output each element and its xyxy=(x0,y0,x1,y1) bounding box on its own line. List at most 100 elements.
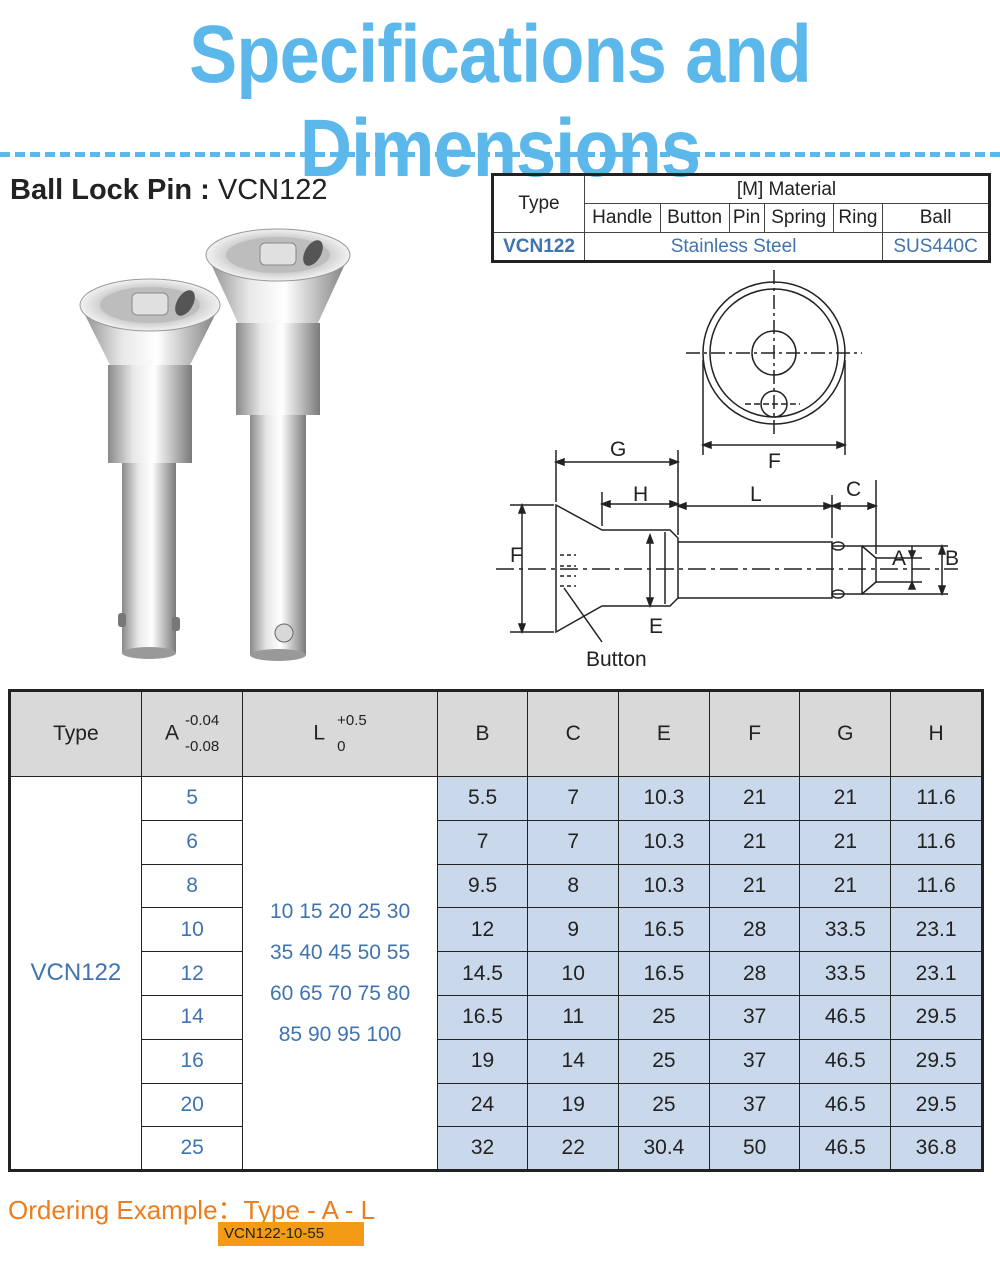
mat-part-ring: Ring xyxy=(832,203,884,233)
cell-g: 21 xyxy=(799,819,892,865)
mat-ball-material: SUS440C xyxy=(882,232,990,262)
cell-b: 12 xyxy=(436,907,529,953)
cell-g: 21 xyxy=(799,776,892,821)
cell-b: 9.5 xyxy=(436,863,529,909)
l-values-line: 10 15 20 25 30 xyxy=(270,900,411,924)
cell-f: 50 xyxy=(708,1126,801,1172)
side-view: G H L C F E A B xyxy=(496,438,959,671)
dim-label-f-side: F xyxy=(510,544,523,567)
cell-h: 29.5 xyxy=(890,994,983,1040)
mat-part-pin: Pin xyxy=(728,203,765,233)
cell-a: 5 xyxy=(140,776,244,821)
cell-e: 10.3 xyxy=(618,776,710,821)
cell-g: 46.5 xyxy=(799,1082,892,1128)
cell-e: 10.3 xyxy=(618,819,710,865)
ordering-example-label: Ordering Example：Type - A - L xyxy=(8,1195,376,1225)
cell-c: 9 xyxy=(527,907,620,953)
col-c: C xyxy=(527,690,620,777)
col-f: F xyxy=(708,690,801,777)
cell-h: 23.1 xyxy=(890,951,983,996)
dim-label-e: E xyxy=(649,615,663,638)
col-b: B xyxy=(436,690,529,777)
cell-g: 46.5 xyxy=(799,994,892,1040)
cell-b: 14.5 xyxy=(436,951,529,996)
l-values-line: 60 65 70 75 80 xyxy=(270,982,411,1006)
mat-material-header: [M] Material xyxy=(584,174,990,204)
col-a: A-0.04-0.08 xyxy=(140,690,244,777)
mat-part-spring: Spring xyxy=(763,203,834,233)
mat-main-material: Stainless Steel xyxy=(583,232,884,262)
col-e: E xyxy=(618,690,710,777)
cell-f: 37 xyxy=(708,1038,801,1084)
cell-b: 7 xyxy=(436,819,529,865)
cell-a: 16 xyxy=(140,1038,244,1084)
cell-e: 10.3 xyxy=(618,863,710,909)
mat-type-header: Type xyxy=(492,174,585,233)
cell-a: 25 xyxy=(140,1126,244,1172)
cell-f: 21 xyxy=(708,819,801,865)
cell-e: 25 xyxy=(618,994,710,1040)
product-title: Ball Lock Pin : VCN122 xyxy=(10,174,328,207)
cell-e: 16.5 xyxy=(618,951,710,996)
cell-h: 29.5 xyxy=(890,1038,983,1084)
button-callout: Button xyxy=(586,648,647,671)
product-label: Ball Lock Pin : xyxy=(10,174,210,206)
cell-b: 32 xyxy=(436,1126,529,1172)
cell-h: 11.6 xyxy=(890,863,983,909)
cell-f: 37 xyxy=(708,1082,801,1128)
cell-a: 10 xyxy=(140,907,244,953)
short-pin-image xyxy=(79,278,221,659)
cell-h: 11.6 xyxy=(890,819,983,865)
dim-label-f-top: F xyxy=(768,450,781,473)
top-view: F xyxy=(686,270,862,473)
l-values-cell: 10 15 20 25 30 35 40 45 50 55 60 65 70 75 … xyxy=(242,775,438,1172)
mat-type-value: VCN122 xyxy=(492,232,585,262)
cell-h: 29.5 xyxy=(890,1082,983,1128)
cell-f: 28 xyxy=(708,907,801,953)
dim-label-a: A xyxy=(892,547,906,570)
ordering-example-value: VCN122-10-55 xyxy=(218,1222,364,1246)
cell-b: 5.5 xyxy=(436,776,529,821)
cell-g: 33.5 xyxy=(799,951,892,996)
cell-c: 11 xyxy=(527,994,620,1040)
cell-a: 12 xyxy=(140,951,244,996)
cell-f: 21 xyxy=(708,776,801,821)
cell-h: 23.1 xyxy=(890,907,983,953)
cell-c: 10 xyxy=(527,951,620,996)
dim-label-l: L xyxy=(750,483,762,506)
cell-a: 20 xyxy=(140,1082,244,1128)
col-h: H xyxy=(890,690,983,777)
technical-drawing: F G H L C xyxy=(496,270,959,671)
cell-c: 7 xyxy=(527,819,620,865)
long-pin-image xyxy=(205,228,351,661)
cell-h: 36.8 xyxy=(890,1126,983,1172)
cell-c: 14 xyxy=(527,1038,620,1084)
material-table: Type [M] Material Handle Button Pin Spri… xyxy=(491,173,991,263)
cell-g: 46.5 xyxy=(799,1126,892,1172)
dim-label-g: G xyxy=(610,438,626,461)
cell-c: 7 xyxy=(527,776,620,821)
cell-b: 16.5 xyxy=(436,994,529,1040)
cell-g: 46.5 xyxy=(799,1038,892,1084)
dim-label-h: H xyxy=(633,483,648,506)
col-type: Type xyxy=(9,690,142,777)
cell-a: 14 xyxy=(140,994,244,1040)
cell-h: 11.6 xyxy=(890,776,983,821)
cell-b: 24 xyxy=(436,1082,529,1128)
dim-label-b: B xyxy=(945,547,959,570)
cell-c: 19 xyxy=(527,1082,620,1128)
cell-e: 25 xyxy=(618,1082,710,1128)
l-values-line: 35 40 45 50 55 xyxy=(270,941,411,965)
l-values-line: 85 90 95 100 xyxy=(278,1023,402,1047)
cell-b: 19 xyxy=(436,1038,529,1084)
cell-g: 21 xyxy=(799,863,892,909)
col-g: G xyxy=(799,690,892,777)
